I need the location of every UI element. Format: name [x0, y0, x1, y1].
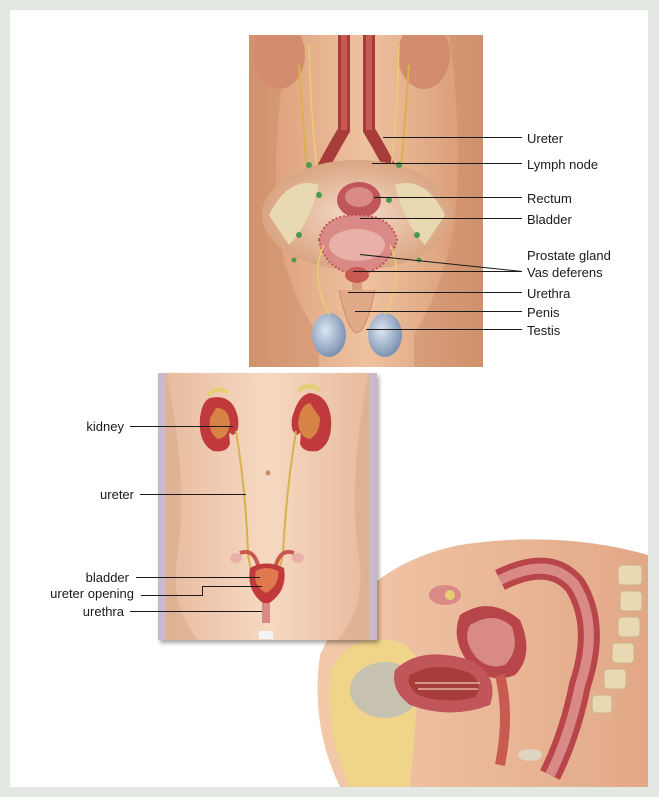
- label-urethra-inset: urethra: [83, 604, 124, 619]
- leader-ureter-inset: [140, 494, 246, 495]
- label-prostate-gland: Prostate gland: [527, 248, 611, 263]
- label-testis: Testis: [527, 323, 560, 338]
- diagram-page: Ureter Lymph node Rectum Bladder Prostat…: [10, 10, 648, 787]
- label-penis: Penis: [527, 305, 560, 320]
- leader-ureter: [383, 137, 522, 138]
- leader-lymph-node: [372, 163, 522, 164]
- leader-vas-deferens: [353, 271, 522, 272]
- label-lymph-node: Lymph node: [527, 157, 598, 172]
- leader-penis: [355, 311, 522, 312]
- label-ureter-inset: ureter: [100, 487, 134, 502]
- label-kidney: kidney: [86, 419, 124, 434]
- leader-rectum: [374, 197, 522, 198]
- bottom-strip: [10, 787, 648, 797]
- urinary-system-inset: [158, 373, 377, 640]
- label-ureter: Ureter: [527, 131, 563, 146]
- leader-testis: [366, 329, 522, 330]
- label-ureter-opening: ureter opening: [50, 586, 134, 601]
- leader-bladder: [360, 218, 522, 219]
- leader-kidney: [130, 426, 233, 427]
- leader-ureter-opening: [141, 595, 203, 596]
- label-rectum: Rectum: [527, 191, 572, 206]
- label-bladder-inset: bladder: [86, 570, 129, 585]
- label-bladder: Bladder: [527, 212, 572, 227]
- leader-ureter-opening-end: [202, 586, 262, 587]
- label-urethra: Urethra: [527, 286, 570, 301]
- leader-urethra-inset: [130, 611, 262, 612]
- label-vas-deferens: Vas deferens: [527, 265, 603, 280]
- male-anatomy-illustration: [249, 35, 483, 367]
- leader-ureter-opening-step: [202, 586, 203, 596]
- leader-bladder-inset: [136, 577, 260, 578]
- leader-urethra: [348, 292, 522, 293]
